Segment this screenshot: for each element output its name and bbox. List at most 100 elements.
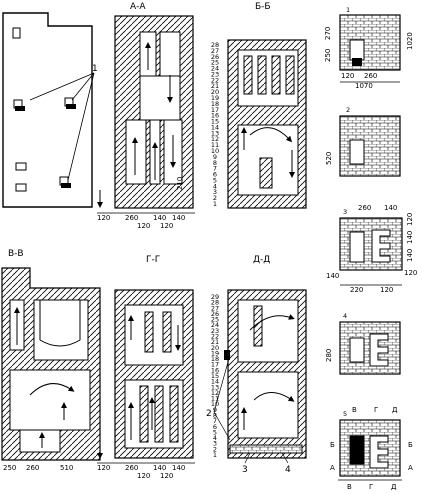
plan-4: 4 280 (325, 312, 401, 375)
dim-p3-260: 260 (358, 204, 371, 212)
dim-aa-260: 260 (125, 214, 138, 222)
row-number: 10 (211, 147, 219, 155)
dim-gg-260: 260 (125, 464, 138, 472)
row-number: 22 (211, 333, 219, 341)
plan-2-number: 2 (346, 106, 350, 114)
row-number: 4 (213, 434, 217, 442)
dim-p1-1020: 1020 (406, 32, 414, 50)
row-number: 9 (213, 153, 217, 161)
plan-5: 5 В Г Д Б Б А А В Г Д (330, 406, 413, 491)
row-number: 6 (213, 171, 217, 179)
row-number: 15 (211, 372, 219, 380)
section-dd-title: Д-Д (253, 255, 270, 265)
dim-p1-250: 250 (324, 49, 332, 62)
section-bb: Б-Б (227, 2, 307, 209)
row-number: 24 (211, 321, 219, 329)
section-dd: Д-Д 2 3 4 (206, 255, 307, 475)
p5-label-v2: В (347, 483, 352, 491)
dim-gg-140a: 140 (153, 464, 166, 472)
section-gg-title: Г-Г (146, 255, 160, 265)
dim-p3-140: 140 (384, 204, 397, 212)
dim-aa-120c: 120 (160, 222, 173, 230)
dim-p3-220: 220 (350, 286, 363, 294)
row-number: 8 (213, 412, 217, 420)
row-number: 3 (213, 188, 217, 196)
dim-vv-510: 510 (60, 464, 73, 472)
row-number: 20 (211, 344, 219, 352)
dim-aa-140a: 140 (153, 214, 166, 222)
dim-aa-120: 120 (97, 214, 110, 222)
row-number: 4 (213, 182, 217, 190)
row-number: 25 (211, 316, 219, 324)
dim-p3-140d: 140 (326, 272, 339, 280)
row-number: 13 (211, 129, 219, 137)
p5-label-v: В (352, 406, 357, 414)
row-number: 2 (213, 445, 217, 453)
row-number: 16 (211, 112, 219, 120)
row-number: 7 (213, 165, 217, 173)
row-number: 27 (211, 304, 219, 312)
dim-p1-1070: 1070 (355, 82, 373, 90)
row-number: 23 (211, 327, 219, 335)
row-number: 26 (211, 53, 219, 61)
section-gg: Г-Г 120 260 140 140 120 120 (97, 255, 195, 480)
dim-gg-140b: 140 (172, 464, 185, 472)
row-number: 17 (211, 361, 219, 369)
section-vv-title: В-В (8, 249, 24, 259)
wall-elevation: 1 (2, 12, 98, 208)
p5-label-b: Б (330, 441, 335, 449)
dim-gg-120b: 120 (137, 472, 150, 480)
row-number: 1 (213, 200, 217, 208)
plan-5-number: 5 (343, 410, 347, 418)
row-number: 29 (211, 293, 219, 301)
p5-label-d2: Д (391, 483, 397, 491)
row-number: 11 (211, 141, 219, 149)
row-number: 14 (211, 123, 219, 131)
row-number: 22 (211, 76, 219, 84)
dim-aa-120b: 120 (137, 222, 150, 230)
row-number: 5 (213, 176, 217, 184)
row-number: 23 (211, 70, 219, 78)
row-number: 1 (213, 451, 217, 459)
row-number: 9 (213, 406, 217, 414)
plan-2: 2 520 (325, 106, 401, 177)
row-number: 13 (211, 383, 219, 391)
dim-p3-120c: 120 (380, 286, 393, 294)
dim-p2-520: 520 (325, 152, 333, 165)
dim-aa-140b: 140 (172, 214, 185, 222)
dim-p3-140c: 140 (406, 249, 414, 262)
row-number: 21 (211, 338, 219, 346)
row-number: 18 (211, 100, 219, 108)
dim-p3-140b: 140 (406, 231, 414, 244)
plan-3-number: 3 (343, 208, 347, 216)
row-number: 12 (211, 135, 219, 143)
row-number: 19 (211, 94, 219, 102)
row-number: 16 (211, 366, 219, 374)
row-number: 8 (213, 159, 217, 167)
section-vv: В-В 250 260 510 (1, 249, 101, 472)
row-number: 24 (211, 65, 219, 73)
row-number: 28 (211, 41, 219, 49)
row-number: 2 (213, 194, 217, 202)
dim-aa-210: 210 (176, 177, 184, 190)
callout-1: 1 (92, 64, 98, 74)
plan-1-number: 1 (346, 6, 350, 14)
row-number: 7 (213, 417, 217, 425)
section-aa-title: А-А (130, 2, 146, 12)
p5-label-g2: Г (369, 483, 373, 491)
row-number: 3 (213, 440, 217, 448)
section-bb-title: Б-Б (255, 2, 271, 12)
dim-vv-260: 260 (26, 464, 39, 472)
row-number: 25 (211, 59, 219, 67)
callout-4: 4 (285, 465, 291, 475)
callout-3: 3 (242, 465, 248, 475)
dim-p4-280: 280 (325, 349, 333, 362)
p5-label-a: А (330, 464, 335, 472)
row-numbers-top: 2827262524232221201918171615141312111098… (211, 41, 219, 208)
row-number: 14 (211, 378, 219, 386)
row-number: 21 (211, 82, 219, 90)
row-number: 19 (211, 349, 219, 357)
plan-3: 3 260 140 120 140 140 120 140 220 120 (326, 204, 417, 294)
row-number: 18 (211, 355, 219, 363)
